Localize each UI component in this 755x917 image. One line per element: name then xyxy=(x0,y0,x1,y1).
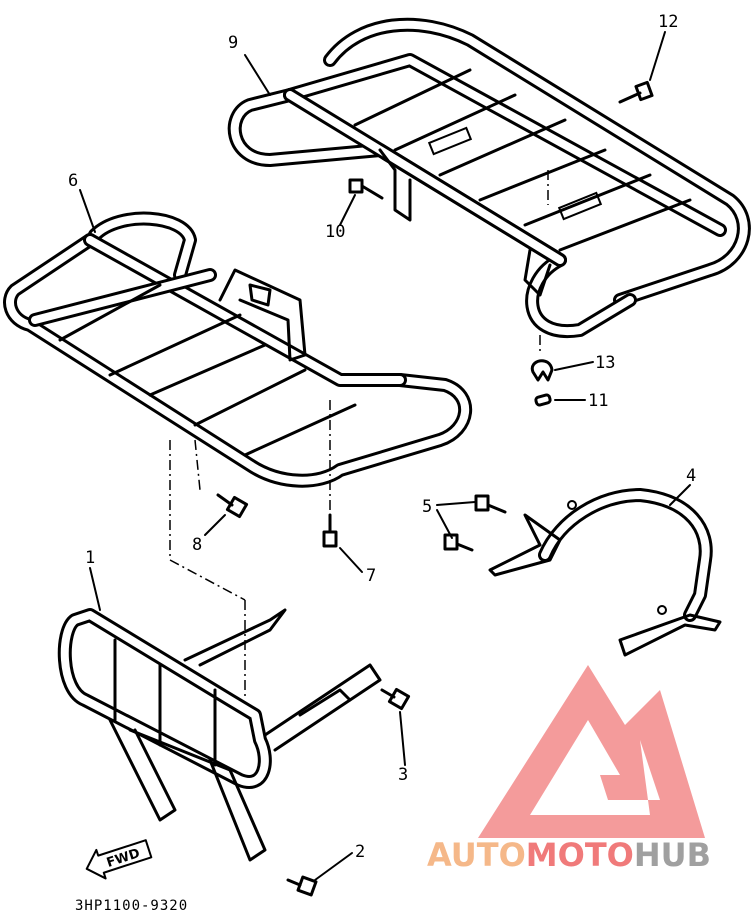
diagram-part-number: 3HP1100-9320 xyxy=(75,898,188,914)
callout-10: 10 xyxy=(325,222,345,242)
bolt-8 xyxy=(216,493,249,519)
fwd-arrow-icon: FWD xyxy=(85,839,153,880)
callout-8: 8 xyxy=(192,535,202,555)
watermark-logo-icon xyxy=(478,665,705,838)
clip-13 xyxy=(530,359,554,382)
bolt-5b xyxy=(443,533,474,552)
callout-9: 9 xyxy=(228,33,238,53)
front-carrier xyxy=(3,211,472,488)
callout-12: 12 xyxy=(658,12,678,32)
callout-13: 13 xyxy=(595,353,615,373)
rear-bracket xyxy=(488,488,722,657)
callout-5: 5 xyxy=(422,497,432,517)
callout-3: 3 xyxy=(398,765,408,785)
bolt-5a xyxy=(474,494,507,514)
front-guard-bracket xyxy=(57,608,382,862)
collar-11 xyxy=(534,393,552,407)
bolt-3 xyxy=(380,687,411,711)
callout-4: 4 xyxy=(686,466,696,486)
bolt-10 xyxy=(348,178,384,200)
callout-2: 2 xyxy=(355,842,365,862)
watermark-hub: HUB xyxy=(634,836,711,874)
bolt-2 xyxy=(286,875,318,897)
callout-7: 7 xyxy=(366,566,376,586)
watermark-auto: AUTO xyxy=(427,836,526,874)
watermark-moto: MOTO xyxy=(526,836,634,874)
callout-6: 6 xyxy=(68,171,78,191)
bolt-7 xyxy=(322,513,338,548)
assembly-lines xyxy=(169,170,549,700)
callout-1: 1 xyxy=(85,548,95,568)
callouts: 9 12 6 10 13 11 8 7 5 4 1 3 2 xyxy=(68,12,696,862)
leader-lines xyxy=(79,31,691,881)
callout-11: 11 xyxy=(588,391,608,411)
rear-carrier xyxy=(227,17,751,339)
watermark-text: AUTOMOTOHUB xyxy=(427,836,711,874)
bolt-12 xyxy=(618,80,654,104)
